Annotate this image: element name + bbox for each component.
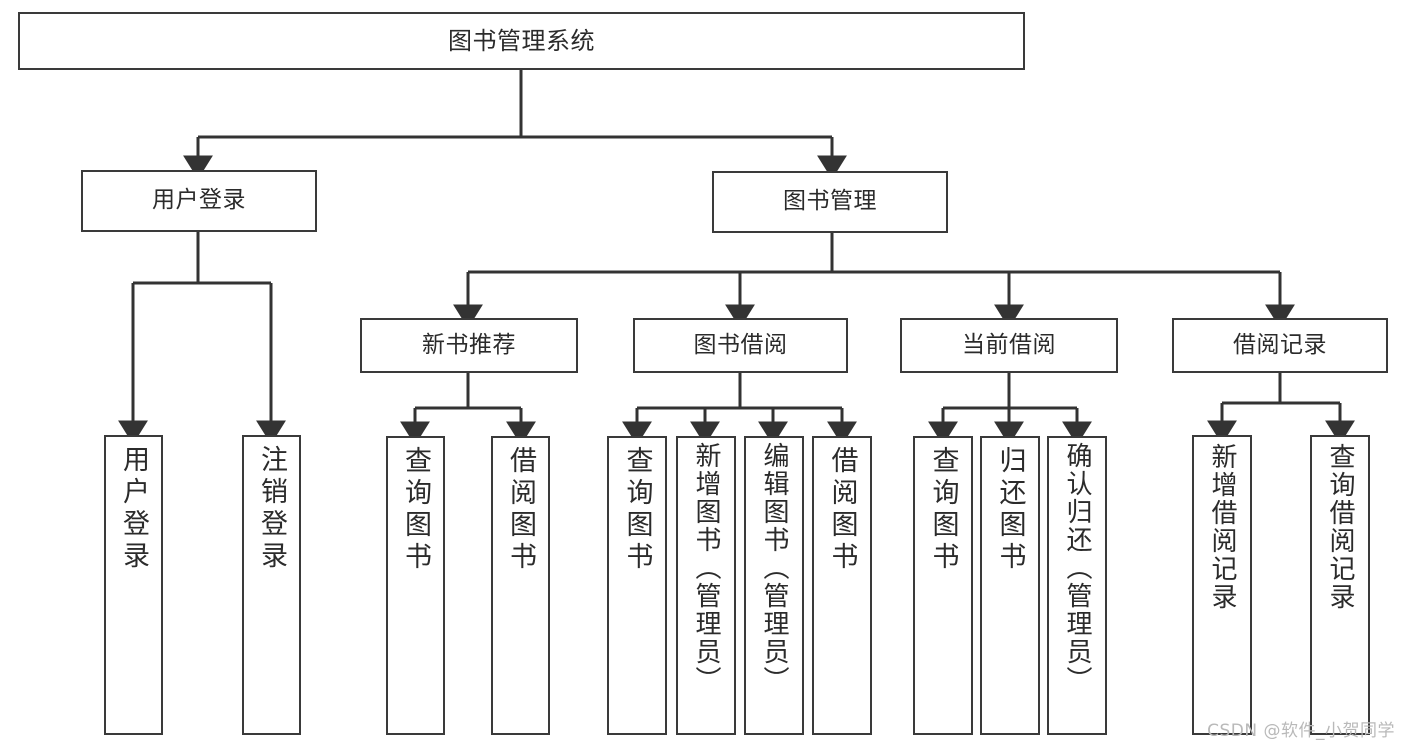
csdn-watermark: CSDN @软件_小贺同学: [1207, 721, 1395, 741]
node-leaf-return-book[interactable]: 归还图书: [980, 436, 1040, 735]
node-leaf-query-record[interactable]: 查询借阅记录: [1310, 435, 1370, 735]
node-leaf-query-book-1[interactable]: 查询图书: [386, 436, 445, 735]
node-leaf-add-book[interactable]: 新增图书（管理员）: [676, 436, 736, 735]
node-leaf-confirm-return[interactable]: 确认归还（管理员）: [1047, 436, 1107, 735]
node-new-book-rec[interactable]: 新书推荐: [360, 318, 578, 373]
node-root-label: 图书管理系统: [448, 26, 595, 55]
node-leaf-edit-book[interactable]: 编辑图书（管理员）: [744, 436, 804, 735]
node-leaf-logout-login-label: 注销登录: [256, 445, 287, 573]
node-leaf-query-book-2[interactable]: 查询图书: [607, 436, 667, 735]
node-leaf-borrow-book-1-label: 借阅图书: [505, 446, 536, 574]
node-leaf-query-book-3[interactable]: 查询图书: [913, 436, 973, 735]
node-leaf-add-record[interactable]: 新增借阅记录: [1192, 435, 1252, 735]
node-leaf-user-login-label: 用户登录: [118, 445, 149, 573]
node-current-borrow-label: 当前借阅: [962, 331, 1056, 358]
node-leaf-borrow-book-1[interactable]: 借阅图书: [491, 436, 550, 735]
node-book-manage-label: 图书管理: [783, 188, 877, 215]
node-book-borrow[interactable]: 图书借阅: [633, 318, 848, 373]
node-leaf-add-book-label: 新增图书（管理员）: [691, 442, 721, 694]
node-leaf-user-login[interactable]: 用户登录: [104, 435, 163, 735]
node-leaf-logout-login[interactable]: 注销登录: [242, 435, 301, 735]
node-root[interactable]: 图书管理系统: [18, 12, 1025, 70]
node-leaf-borrow-book-2[interactable]: 借阅图书: [812, 436, 872, 735]
node-leaf-confirm-return-label: 确认归还（管理员）: [1062, 442, 1092, 694]
node-new-book-rec-label: 新书推荐: [422, 331, 516, 358]
node-leaf-return-book-label: 归还图书: [994, 446, 1026, 574]
node-user-login[interactable]: 用户登录: [81, 170, 317, 232]
node-borrow-record-label: 借阅记录: [1233, 331, 1327, 358]
node-leaf-edit-book-label: 编辑图书（管理员）: [759, 442, 789, 694]
node-leaf-query-book-2-label: 查询图书: [621, 446, 653, 574]
node-leaf-borrow-book-2-label: 借阅图书: [826, 446, 858, 574]
node-user-login-label: 用户登录: [152, 187, 246, 214]
node-leaf-add-record-label: 新增借阅记录: [1207, 443, 1237, 611]
node-book-manage[interactable]: 图书管理: [712, 171, 948, 233]
node-book-borrow-label: 图书借阅: [693, 331, 788, 358]
node-leaf-query-record-label: 查询借阅记录: [1325, 443, 1355, 611]
node-leaf-query-book-3-label: 查询图书: [927, 446, 959, 574]
node-current-borrow[interactable]: 当前借阅: [900, 318, 1118, 373]
node-leaf-query-book-1-label: 查询图书: [400, 446, 431, 574]
node-borrow-record[interactable]: 借阅记录: [1172, 318, 1388, 373]
